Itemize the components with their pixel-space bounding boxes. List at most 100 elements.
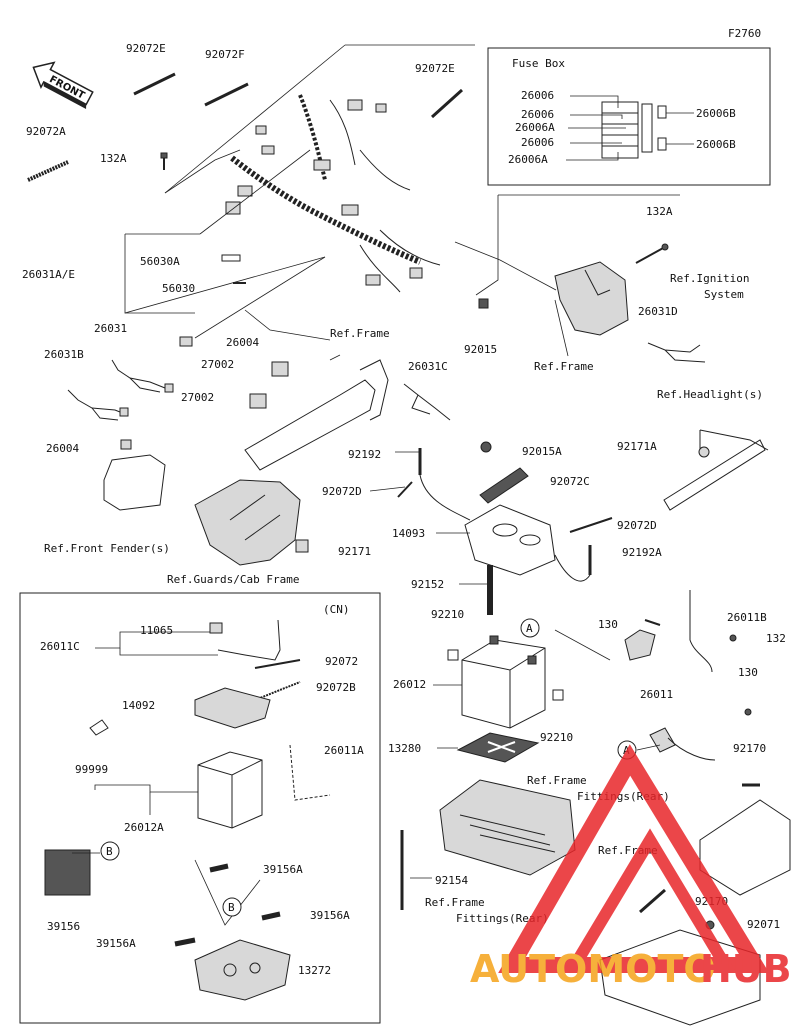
figure-code: F2760 [728,27,761,40]
watermark-text-right: HUB [700,947,792,991]
frame-bracket [244,359,389,471]
tray-13272 [194,939,291,1001]
fuse-label-26006-3: 26006 [521,136,554,149]
part-label-26031d: 26031D [638,305,678,318]
part-label-ref-front-fenders: Ref.Front Fender(s) [44,542,170,555]
part-label-92072a: 92072A [26,125,66,138]
part-label-99999: 99999 [75,763,108,776]
fuse-label-26006b-2: 26006B [696,138,736,151]
cable-26011a [289,744,331,801]
part-label-130-upper: 130 [598,618,618,631]
part-label-92072d-right: 92072D [617,519,657,532]
part-label-13280: 13280 [388,742,421,755]
harness-26031d [647,342,706,363]
part-label-26011c: 26011C [40,640,80,653]
part-label-130-lower: 130 [738,666,758,679]
grommet-92171 [295,539,309,553]
harness-26031c [403,383,451,421]
part-label-92154: 92154 [435,874,468,887]
part-label-56030: 56030 [162,282,195,295]
part-label-92072e-right: 92072E [415,62,455,75]
front-fender-bracket [103,439,166,511]
part-label-92192a: 92192A [622,546,662,559]
part-label-26011b: 26011B [727,611,767,624]
front-arrow-icon: FRONT [32,61,94,109]
nut-92210-right [552,689,564,701]
part-label-ref-ignition: Ref.Ignition [670,272,749,285]
cn-panel: (CN) [19,592,381,1024]
part-label-11065: 11065 [140,624,173,637]
ignition-bracket [554,243,669,336]
part-label-132a-right: 132A [646,205,673,218]
tie-strap-92072f [204,82,249,107]
part-label-92015a: 92015A [522,445,562,458]
part-label-ref-frame-fittings-a: Ref.Frame [527,774,587,787]
cover-14092 [194,687,271,729]
cn-panel-title: (CN) [323,603,350,616]
battery-holder-14093 [397,441,613,582]
part-label-92071: 92071 [747,918,780,931]
callout-a-top-label: A [526,622,533,635]
part-label-92192: 92192 [348,448,381,461]
rear-fitting-plate-lower [599,929,761,1026]
nut-92015 [478,298,489,309]
battery-pad-13280 [456,732,540,763]
part-label-14093: 14093 [392,527,425,540]
label-56030a-part [221,254,241,262]
part-label-39156a-lower: 39156A [96,937,136,950]
cable-26011c [217,619,281,661]
part-label-26004-upper: 26004 [226,336,259,349]
fuse-label-26006a-2: 26006A [508,153,548,166]
callout-b-left: B [100,841,120,861]
part-label-132a-left: 132A [100,152,127,165]
part-label-14092: 14092 [122,699,155,712]
part-label-39156: 39156 [47,920,80,933]
fuse-stack [601,101,667,159]
bolt-92170-lower [639,888,666,914]
part-label-ref-headlights: Ref.Headlight(s) [657,388,763,401]
part-label-26031b: 26031B [44,348,84,361]
part-label-92072e-left: 92072E [126,42,166,55]
part-label-ref-frame-center: Ref.Frame [330,327,390,340]
part-label-56030a: 56030A [140,255,180,268]
part-label-39156a-middle: 39156A [310,909,350,922]
part-label-ref-guards-cab: Ref.Guards/Cab Frame [167,573,299,586]
battery-26012 [461,635,546,729]
part-label-39156a-upper: 39156A [263,863,303,876]
part-label-92170-upper: 92170 [733,742,766,755]
part-label-92171: 92171 [338,545,371,558]
label-99999 [89,719,109,736]
guards-cab-frame [194,479,301,566]
fuse-label-26006b: 26006B [696,107,736,120]
part-label-92072b: 92072B [316,681,356,694]
watermark-text-left: AUTOMOTO [470,947,716,991]
part-label-26012: 26012 [393,678,426,691]
cable-26011b [624,590,752,716]
part-label-92072d-left: 92072D [322,485,362,498]
main-wire-harness [225,94,441,293]
harness-26031b [67,389,129,421]
part-label-26031c: 26031C [408,360,448,373]
part-label-132: 132 [766,632,786,645]
fuse-label-26006a: 26006A [515,121,555,134]
automotohub-logo: AUTOMOTO HUB [470,744,792,991]
callout-b-right-label: B [228,901,235,914]
part-label-ref-frame-fittings-b: Ref.Frame [425,896,485,909]
fuse-label-26006-top: 26006 [521,89,554,102]
cable-26011 [649,727,716,761]
part-label-fittings-rear-b: Fittings(Rear) [456,912,549,925]
part-label-26012a: 26012A [124,821,164,834]
part-label-92072: 92072 [325,655,358,668]
part-label-92072f: 92072F [205,48,245,61]
fuse-box-panel: Fuse Box 26006 26006 26006A 26006 26006A… [487,47,771,186]
part-label-26031: 26031 [94,322,127,335]
harness-26031 [111,359,174,393]
tie-strap-92072e-right [430,88,464,119]
part-label-92171a: 92171A [617,440,657,453]
bolt-132a [160,152,168,170]
callout-a-top: A [520,618,540,638]
fuse-label-26006-2: 26006 [521,108,554,121]
tie-strap-92072a [27,160,69,182]
part-label-26011a: 26011A [324,744,364,757]
